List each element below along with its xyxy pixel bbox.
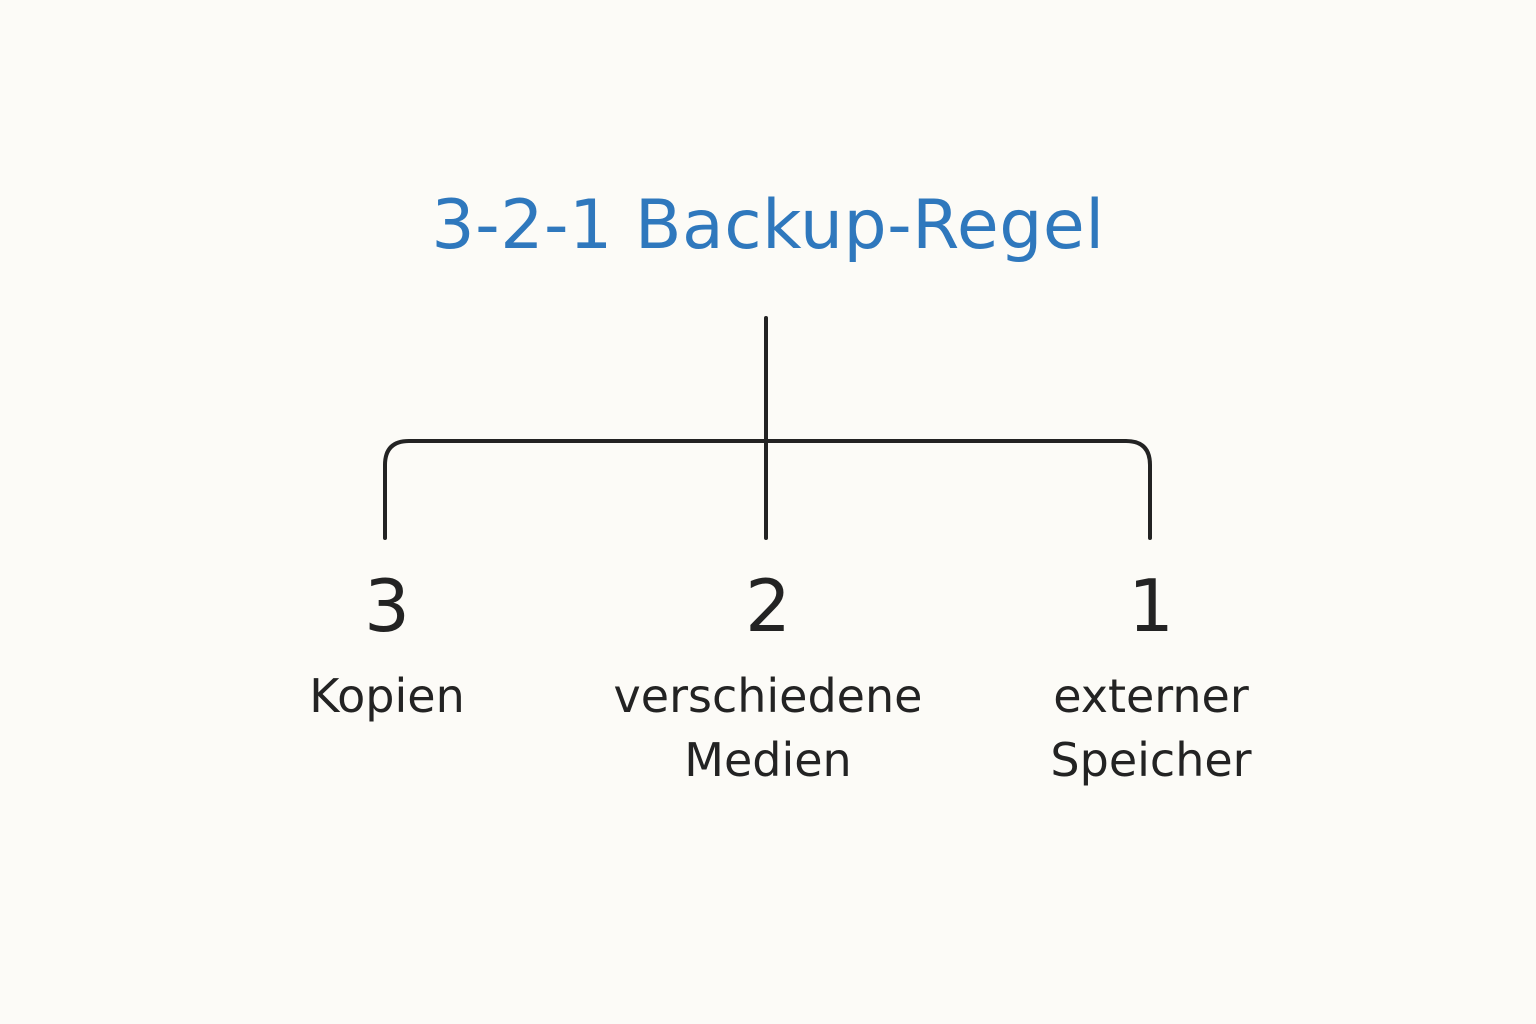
rule-node-copies: 3 Kopien [177,570,597,728]
rule-node-external: 1 externer Speicher [941,570,1361,792]
node-number: 3 [364,564,410,648]
node-label: Kopien [309,669,465,723]
node-number: 1 [1128,564,1174,648]
branch-line [383,439,1152,540]
node-label: verschiedene Medien [613,669,923,787]
node-number: 2 [745,564,791,648]
rule-node-media: 2 verschiedene Medien [558,570,978,792]
diagram-title: 3-2-1 Backup-Regel [431,186,1105,265]
node-label: externer Speicher [1050,669,1252,787]
